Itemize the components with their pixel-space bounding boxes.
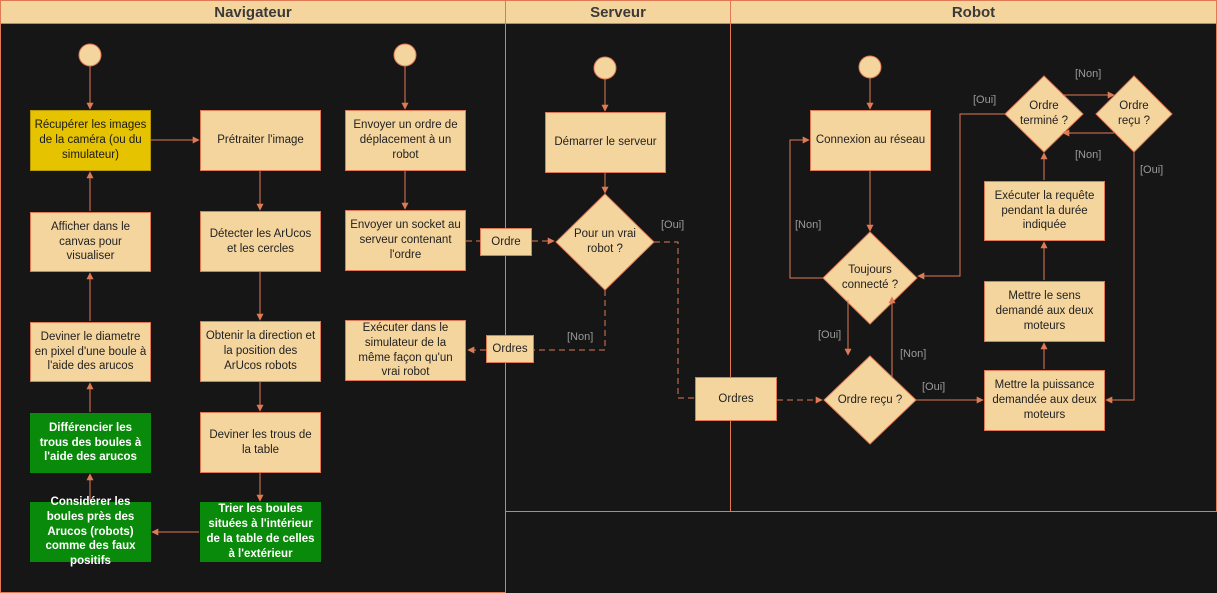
node-trier-boules: Trier les boules situées à l'intérieur d… (200, 502, 321, 562)
edge-label-non-toujours: [Non] (795, 219, 822, 231)
decision-toujours-connecte: Toujours connecté ? (841, 264, 899, 291)
edge-label-non-vrai-robot: [Non] (567, 331, 594, 343)
edge-recu-top-oui-puissance (1105, 152, 1135, 404)
node-pretraiter-image: Prétraiter l'image (200, 110, 321, 171)
message-ordres-robot: Ordres (695, 377, 777, 421)
node-considerer-faux-positifs: Considérer les boules près des Arucos (r… (30, 496, 151, 567)
edge-label-oui-recu-top: [Oui] (1140, 164, 1164, 176)
node-demarrer-serveur: Démarrer le serveur (545, 112, 666, 173)
dashed-edges (466, 237, 823, 404)
node-connexion-reseau: Connexion au réseau (810, 110, 931, 171)
message-ordre: Ordre (480, 228, 532, 256)
edge-label-oui-toujours: [Oui] (818, 329, 842, 341)
node-obtenir-direction: Obtenir la direction et la position des … (200, 321, 321, 382)
swimlane-headers (0, 0, 1217, 24)
lane-header-navigateur: Navigateur (214, 3, 292, 21)
decision-vrai-robot: Pour un vrai robot ? (573, 228, 636, 255)
solid-edges (86, 66, 1135, 536)
node-executer-simulateur: Exécuter dans le simulateur de la même f… (345, 320, 466, 381)
node-differencier-trous: Différencier les trous des boules à l'ai… (30, 413, 151, 473)
node-mettre-sens: Mettre le sens demandé aux deux moteurs (984, 281, 1105, 342)
lane-header-robot: Robot (951, 3, 996, 21)
start-node-robot (858, 55, 882, 79)
edge-toujours-non-connexion (789, 136, 823, 279)
node-recuperer-images: Récupérer les images de la caméra (ou du… (30, 110, 151, 171)
message-ordres-simulateur: Ordres (486, 335, 534, 363)
node-deviner-trous: Deviner les trous de la table (200, 412, 321, 473)
start-node-navigateur-2 (393, 43, 417, 67)
decision-ordre-termine: Ordre terminé ? (1020, 100, 1068, 127)
decision-ordre-recu-top: Ordre reçu ? (1118, 100, 1150, 127)
node-deviner-diametre: Deviner le diametre en pixel d'une boule… (30, 322, 151, 382)
edge-vrai-robot-oui-ordres (654, 241, 694, 399)
node-detecter-arucos: Détecter les ArUcos et les cercles (200, 211, 321, 272)
edge-vrai-robot-non-ordres (534, 290, 606, 351)
node-envoyer-socket: Envoyer un socket au serveur contenant l… (345, 210, 466, 271)
edge-label-oui-ordre-recu: [Oui] (922, 381, 946, 393)
decision-ordre-recu: Ordre reçu ? (837, 393, 903, 406)
decision-ordre-recu-shape (823, 355, 917, 445)
lane-header-serveur: Serveur (590, 3, 646, 21)
edge-label-oui-termine: [Oui] (973, 94, 997, 106)
edge-termine-oui-toujours (917, 113, 1005, 280)
node-executer-requete: Exécuter la requête pendant la durée ind… (984, 181, 1105, 241)
start-nodes (78, 43, 882, 80)
edge-label-oui-vrai-robot: [Oui] (661, 219, 685, 231)
node-mettre-puissance: Mettre la puissance demandée aux deux mo… (984, 370, 1105, 431)
node-envoyer-ordre: Envoyer un ordre de déplacement à un rob… (345, 110, 466, 171)
start-node-serveur (593, 56, 617, 80)
edge-label-non-ordre-recu: [Non] (900, 348, 927, 360)
edge-label-non-recu-top: [Non] (1075, 149, 1102, 161)
edge-label-non-termine: [Non] (1075, 68, 1102, 80)
node-afficher-canvas: Afficher dans le canvas pour visualiser (30, 212, 151, 272)
start-node-navigateur-1 (78, 43, 102, 67)
